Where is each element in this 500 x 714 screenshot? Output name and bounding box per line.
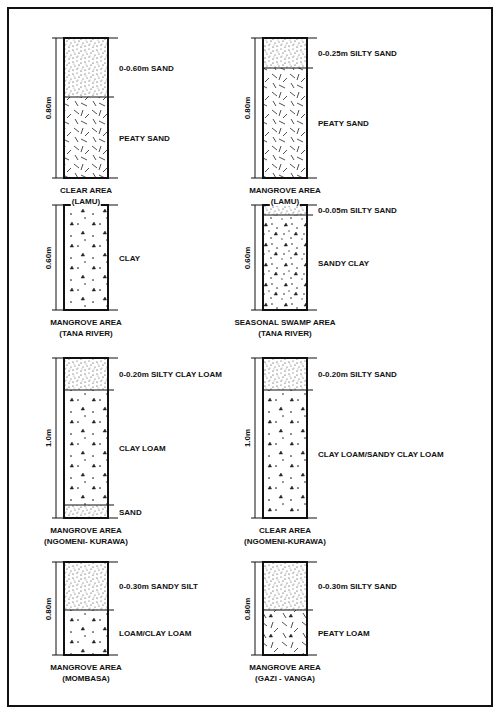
layer-label: 0-0.30m SILTY SAND bbox=[317, 582, 398, 591]
layer-label: CLAY LOAM/SANDY CLAY LOAM bbox=[317, 450, 445, 459]
layer-boundary bbox=[64, 97, 114, 98]
layer-boundary bbox=[263, 215, 313, 216]
site-caption: MANGROVE AREA bbox=[49, 663, 123, 672]
layer-boundary bbox=[64, 390, 114, 391]
soil-layer bbox=[64, 97, 108, 178]
layer-label: SANDY CLAY bbox=[317, 258, 370, 267]
layer-label: 0-0.60m SAND bbox=[118, 63, 175, 72]
soil-layer bbox=[263, 610, 307, 655]
layer-label: SAND bbox=[118, 507, 143, 516]
layer-label: CLAY LOAM bbox=[118, 443, 167, 452]
soil-layer bbox=[263, 358, 307, 390]
depth-dimension: 0.80m bbox=[243, 96, 252, 121]
site-caption: CLEAR AREA bbox=[258, 526, 312, 535]
site-caption: SEASONAL SWAMP AREA bbox=[233, 318, 336, 327]
bottom-line bbox=[52, 309, 118, 310]
site-caption: (TANA RIVER) bbox=[58, 329, 113, 338]
layer-label: PEATY LOAM bbox=[317, 628, 371, 637]
layer-label: 0-0.30m SANDY SILT bbox=[118, 582, 199, 591]
depth-dimension: 0.80m bbox=[243, 596, 252, 621]
site-caption: (NGOMENI- KURAWA) bbox=[43, 537, 129, 546]
soil-layer bbox=[64, 38, 108, 97]
soil-layer bbox=[263, 390, 307, 518]
bottom-line bbox=[52, 177, 118, 178]
layer-label: 0-0.05m SILTY SAND bbox=[317, 206, 398, 215]
bottom-line bbox=[52, 654, 118, 655]
top-line bbox=[52, 357, 118, 358]
layer-label: LOAM/CLAY LOAM bbox=[118, 628, 192, 637]
site-caption: CLEAR AREA bbox=[59, 186, 113, 195]
profile-column bbox=[263, 562, 307, 655]
dimension-line bbox=[255, 38, 256, 178]
depth-dimension: 1.0m bbox=[243, 428, 252, 448]
profile-column bbox=[263, 358, 307, 518]
depth-dimension: 0.80m bbox=[44, 96, 53, 121]
soil-layer bbox=[263, 205, 307, 215]
dimension-line bbox=[56, 562, 57, 655]
soil-layer bbox=[263, 68, 307, 178]
site-caption: (LAMU) bbox=[71, 197, 101, 206]
layer-label: PEATY SAND bbox=[317, 119, 370, 128]
layer-boundary bbox=[64, 610, 114, 611]
profile-column bbox=[64, 358, 108, 518]
bottom-line bbox=[251, 517, 317, 518]
site-caption: (TANA RIVER) bbox=[257, 329, 312, 338]
top-line bbox=[52, 561, 118, 562]
top-line bbox=[52, 37, 118, 38]
dimension-line bbox=[56, 38, 57, 178]
soil-layer bbox=[64, 205, 108, 310]
profile-column bbox=[64, 38, 108, 178]
layer-label: 0-0.20m SILTY CLAY LOAM bbox=[118, 370, 223, 379]
layer-boundary bbox=[263, 68, 313, 69]
profile-column bbox=[263, 38, 307, 178]
soil-layer bbox=[64, 390, 108, 505]
layer-boundary bbox=[263, 390, 313, 391]
profile-column bbox=[64, 562, 108, 655]
profile-column bbox=[64, 205, 108, 310]
layer-boundary bbox=[263, 610, 313, 611]
depth-dimension: 0.60m bbox=[44, 245, 53, 270]
profile-column bbox=[263, 205, 307, 310]
soil-layer bbox=[64, 505, 108, 518]
depth-dimension: 0.60m bbox=[243, 245, 252, 270]
soil-layer bbox=[64, 358, 108, 390]
dimension-line bbox=[255, 562, 256, 655]
dimension-line bbox=[255, 205, 256, 310]
dimension-line bbox=[56, 358, 57, 518]
site-caption: (LAMU) bbox=[270, 197, 300, 206]
layer-label: CLAY bbox=[118, 253, 141, 262]
top-line bbox=[251, 37, 317, 38]
site-caption: (GAZI - VANGA) bbox=[254, 674, 316, 683]
top-line bbox=[251, 357, 317, 358]
site-caption: (NGOMENI-KURAWA) bbox=[243, 537, 327, 546]
site-caption: (MOMBASA) bbox=[61, 674, 111, 683]
site-caption: MANGROVE AREA bbox=[248, 663, 322, 672]
bottom-line bbox=[251, 654, 317, 655]
soil-layer bbox=[263, 562, 307, 610]
bottom-line bbox=[52, 517, 118, 518]
depth-dimension: 0.80m bbox=[44, 596, 53, 621]
layer-label: 0-0.25m SILTY SAND bbox=[317, 49, 398, 58]
bottom-line bbox=[251, 177, 317, 178]
layer-boundary bbox=[64, 505, 114, 506]
top-line bbox=[251, 561, 317, 562]
site-caption: MANGROVE AREA bbox=[49, 318, 123, 327]
site-caption: MANGROVE AREA bbox=[49, 526, 123, 535]
depth-dimension: 1.0m bbox=[44, 428, 53, 448]
layer-label: 0-0.20m SILTY SAND bbox=[317, 370, 398, 379]
soil-layer bbox=[64, 610, 108, 655]
dimension-line bbox=[255, 358, 256, 518]
soil-layer bbox=[263, 38, 307, 68]
site-caption: MANGROVE AREA bbox=[248, 186, 322, 195]
soil-layer bbox=[64, 562, 108, 610]
dimension-line bbox=[56, 205, 57, 310]
layer-label: PEATY SAND bbox=[118, 133, 171, 142]
bottom-line bbox=[251, 309, 317, 310]
soil-layer bbox=[263, 215, 307, 310]
